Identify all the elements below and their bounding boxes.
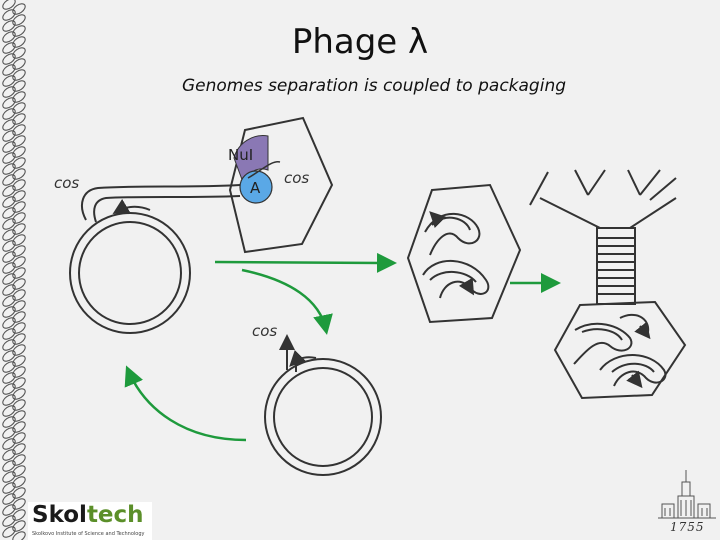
tail-fibers — [529, 169, 677, 235]
logo-wordmark: Skoltech — [32, 502, 144, 528]
slide-subtitle: Genomes separation is coupled to packagi… — [181, 76, 567, 96]
packing-arrow-3 — [634, 321, 651, 340]
university-year: 1755 — [670, 520, 705, 534]
arrow-to-filled-head — [214, 252, 397, 273]
dna-direction-arrow-left — [112, 198, 151, 215]
decorative-border — [2, 0, 26, 540]
slide-title: Phage λ — [291, 22, 429, 62]
logo-tagline: Skolkovo Institute of Science and Techno… — [32, 531, 145, 537]
empty-prohead — [228, 116, 334, 254]
dna-strand-entry-inner — [93, 195, 241, 223]
filled-head — [406, 183, 522, 324]
protein-nul-label: NuI — [228, 146, 253, 164]
dna-cos-end — [247, 161, 281, 179]
cos-right-label: cos — [284, 169, 309, 187]
university-building-icon — [658, 470, 716, 519]
cos-left-label: cos — [54, 174, 79, 192]
protein-a-label: A — [250, 179, 261, 197]
packing-arrow-1 — [429, 211, 447, 229]
skoltech-logo: Skoltech Skolkovo Institute of Science a… — [28, 502, 152, 540]
packing-arrow-2 — [458, 277, 475, 296]
a-protein — [239, 170, 273, 204]
dna-ring-bottom — [264, 358, 382, 476]
packed-dna-right — [573, 313, 667, 387]
packed-dna-middle — [422, 212, 490, 299]
packing-arrow-4 — [626, 370, 643, 389]
dna-direction-arrow-bottom — [289, 349, 317, 367]
dna-ring-left-inner — [78, 221, 182, 325]
mature-phage-head — [553, 300, 687, 400]
tail-rings — [597, 237, 635, 295]
arrow-to-ring-bottom — [241, 268, 333, 335]
cos-bottom-label: cos — [252, 322, 277, 340]
dna-ring-bottom-inner — [273, 367, 373, 467]
dna-strand-entry — [81, 184, 241, 221]
phage-tail — [596, 227, 636, 305]
dna-ring-left — [69, 212, 191, 334]
arrow-back-to-start — [124, 365, 247, 442]
